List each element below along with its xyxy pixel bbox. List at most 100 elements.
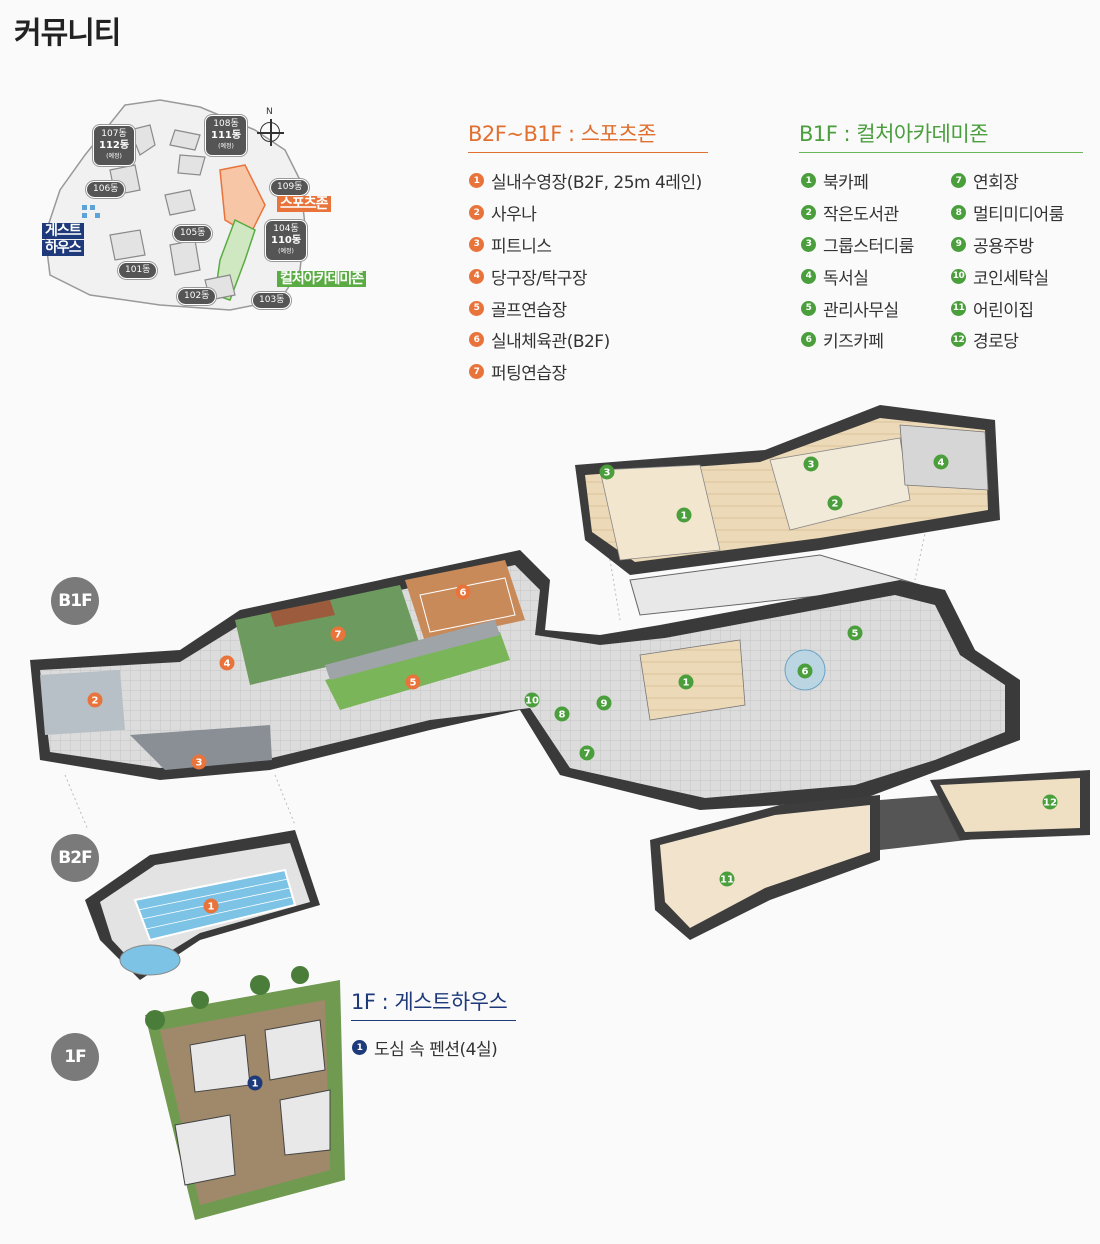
building-sub-label: 111동 [211,130,242,141]
legend-item-label: 어린이집 [973,300,1034,321]
putting-green-area [235,585,420,685]
north-label: N [266,107,273,117]
number-badge: 11 [951,300,966,316]
north-arrow-icon [257,119,284,146]
guest-markers: 1 [247,1075,263,1091]
building-104-badge: 104동 110동 (예정) [265,220,308,261]
svg-text:3: 3 [808,460,815,471]
number-badge: 1 [352,1040,367,1056]
guest-house-zone-label-1: 게스트 [42,223,84,239]
legend-item: 3 그룹스터디룸 [801,229,914,261]
legend-item-label: 키즈카페 [823,332,884,353]
culture-marker-5: 5 [847,625,863,641]
number-badge: 7 [469,364,484,380]
legend-item-label: 당구장/탁구장 [491,268,588,289]
legend-item: 12 경로당 [951,324,1064,356]
sauna-area [40,670,125,735]
number-badge: 9 [951,236,966,252]
legend-item-label: 그룹스터디룸 [823,236,914,257]
building-note: (예정) [106,153,122,160]
sports-marker-3: 3 [191,754,207,770]
legend-item: 4 독서실 [801,260,914,292]
svg-text:8: 8 [559,710,566,721]
legend-item-label: 공용주방 [973,236,1034,257]
number-badge: 3 [801,236,816,252]
building-note: (예정) [218,143,234,150]
legend-item: 9 공용주방 [951,229,1064,261]
legend-item-label: 골프연습장 [491,300,567,321]
number-badge: 7 [951,173,966,189]
svg-text:5: 5 [410,678,417,689]
number-badge: 6 [801,332,816,348]
culture-marker-11: 11 [719,871,735,887]
culture-markers: 1 1 2 3 3 4 5 6 7 8 9 10 11 12 [524,454,1058,887]
culture-marker-9: 9 [596,695,612,711]
svg-text:7: 7 [335,630,342,641]
svg-text:5: 5 [852,629,859,640]
fitness-area [130,725,272,770]
number-badge: 2 [469,205,484,221]
site-map: 107동 112동 (예정) 108동 111동 (예정) 106동 109동 … [30,95,380,320]
sports-marker-7: 7 [330,626,346,642]
svg-text:7: 7 [584,749,591,760]
building-label: 107동 [101,129,127,139]
sports-markers: 1 2 3 4 5 6 7 [87,584,471,914]
legend-item: 6 실내체육관(B2F) [469,324,702,356]
floor-badge-b2f: B2F [51,834,99,882]
sports-zone-label: 스포츠존 [277,196,331,212]
svg-text:9: 9 [601,699,608,710]
floor-plan-illustration: 1 2 3 4 5 6 7 1 1 2 3 3 4 5 6 7 8 9 10 1… [30,405,1090,1220]
legend-item-label: 멀티미디어룸 [973,205,1064,226]
building-label: 104동 [273,224,299,234]
number-badge: 3 [469,236,484,252]
building-103-badge: 103동 [252,292,292,309]
legend-item-label: 연회장 [973,173,1019,194]
legend-item: 6 키즈카페 [801,324,914,356]
building-sub-label: 110동 [271,235,302,246]
culture-marker-10: 10 [524,692,540,708]
svg-text:6: 6 [802,667,809,678]
number-badge: 4 [801,268,816,284]
svg-text:2: 2 [92,696,99,707]
sports-marker-4: 4 [219,655,235,671]
culture-marker-4: 4 [933,454,949,470]
svg-text:1: 1 [683,678,690,689]
svg-text:3: 3 [196,758,203,769]
number-badge: 6 [469,332,484,348]
legend-item: 7 연회장 [951,165,1064,197]
building-106-badge: 106동 [86,181,126,198]
legend-item: 3 피트니스 [469,229,702,261]
culture-zone-label: 컬처아카데미존 [277,271,367,287]
culture-marker-1-lower: 1 [678,674,694,690]
floor-badge-1f: 1F [51,1033,99,1081]
svg-text:2: 2 [832,499,839,510]
number-badge: 2 [801,205,816,221]
svg-text:4: 4 [224,659,231,670]
culture-marker-3-right: 3 [803,456,819,472]
legend-item-label: 퍼팅연습장 [491,364,567,385]
legend-item-label: 실내체육관(B2F) [491,332,610,353]
legend-item-label: 경로당 [973,332,1019,353]
guest-legend-title: 1F : 게스트하우스 [351,986,516,1021]
svg-text:1: 1 [681,511,688,522]
legend-item-label: 피트니스 [491,236,552,257]
svg-text:1: 1 [252,1079,259,1090]
number-badge: 1 [469,173,484,189]
legend-item-label: 코인세탁실 [973,268,1049,289]
culture-marker-1-upper: 1 [676,507,692,523]
number-badge: 1 [801,173,816,189]
building-108-badge: 108동 111동 (예정) [205,115,248,156]
page-title: 커뮤니티 [14,16,121,51]
legend-item-label: 독서실 [823,268,869,289]
number-badge: 12 [951,332,966,348]
svg-text:6: 6 [460,588,467,599]
